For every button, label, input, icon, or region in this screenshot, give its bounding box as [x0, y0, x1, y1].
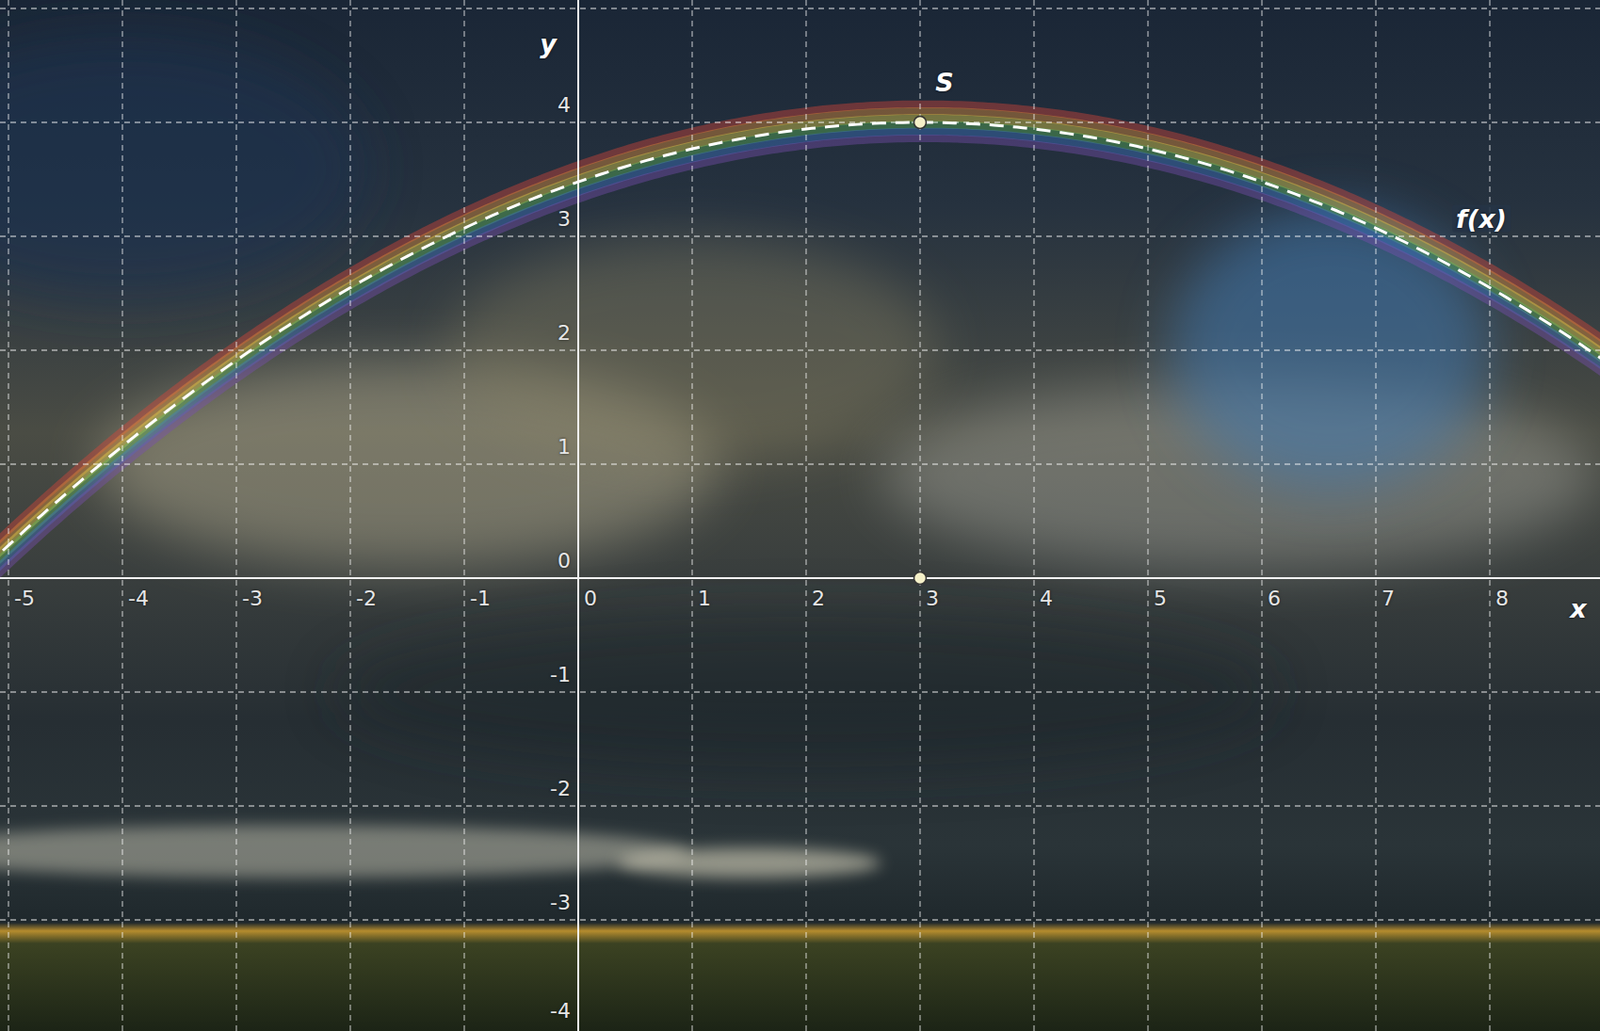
- point-name: S: [935, 69, 954, 96]
- cloud-layer: [0, 35, 1598, 878]
- grid-line: [691, 0, 693, 1031]
- grid-line: [1260, 0, 1262, 1031]
- y-tick-label: 3: [557, 209, 571, 230]
- grid-line: [1033, 0, 1035, 1031]
- y-axis: [577, 0, 580, 1031]
- point-marker: [914, 116, 927, 130]
- rainbow-band: [0, 117, 1600, 566]
- rainbow-band: [0, 104, 1600, 553]
- y-tick-label: -4: [549, 1001, 571, 1022]
- x-tick-label: -4: [128, 588, 149, 610]
- x-tick-label: 2: [811, 588, 825, 610]
- grid-line: [0, 577, 1600, 579]
- x-tick-label: -2: [355, 588, 377, 610]
- grid-line: [463, 0, 465, 1031]
- rainbow: [0, 104, 1600, 587]
- grid-line: [0, 691, 1600, 693]
- grid-line: [349, 0, 351, 1031]
- grid-line: [0, 919, 1600, 921]
- grid-line: [0, 349, 1600, 351]
- grid-line: [805, 0, 807, 1031]
- y-tick-label: -3: [549, 892, 571, 914]
- x-tick-label: -5: [14, 588, 35, 610]
- rainbow-band: [0, 111, 1600, 560]
- x-tick-label: 4: [1039, 588, 1053, 610]
- parabola-curve: [0, 122, 1600, 567]
- x-tick-label: 1: [697, 588, 712, 610]
- grid-line: [7, 0, 9, 1031]
- grid-line: [1374, 0, 1376, 1031]
- grid-line: [0, 235, 1600, 237]
- point-marker: [914, 572, 927, 585]
- y-tick-label: -1: [549, 664, 571, 686]
- grid-line: [0, 121, 1600, 123]
- grid-line: [121, 0, 123, 1031]
- y-tick-label: -2: [549, 778, 571, 800]
- x-tick-label: 0: [583, 588, 598, 610]
- x-tick-label: 3: [925, 588, 939, 610]
- grid-line: [1488, 0, 1490, 1031]
- x-tick-label: 6: [1267, 588, 1281, 610]
- x-tick-label: -3: [242, 588, 263, 610]
- y-tick-label: 1: [557, 436, 571, 458]
- x-tick-label: 5: [1153, 588, 1167, 610]
- axis-name: y: [539, 31, 557, 57]
- y-tick-label: 2: [557, 323, 571, 344]
- cloud: [0, 35, 368, 300]
- grid-line: [577, 0, 579, 1031]
- function-name: f(x): [1452, 205, 1511, 233]
- grid-line: [235, 0, 237, 1031]
- grid-line: [0, 7, 1600, 9]
- y-tick-label: 4: [557, 95, 571, 116]
- x-tick-label: -1: [469, 588, 491, 610]
- rainbow-band: [0, 124, 1600, 573]
- grid-line: [0, 463, 1600, 465]
- x-axis: [0, 577, 1600, 580]
- x-tick-label: 7: [1381, 588, 1395, 610]
- cloud: [0, 824, 690, 878]
- grid-line: [1147, 0, 1148, 1031]
- rainbow-band: [0, 131, 1600, 581]
- rainbow-band: [0, 138, 1600, 587]
- grid-line: [919, 0, 921, 1031]
- axis-name: x: [1569, 596, 1586, 622]
- cloud: [617, 848, 882, 879]
- grid-line: [0, 805, 1600, 807]
- y-tick-label: 0: [557, 550, 571, 572]
- x-tick-label: 8: [1495, 588, 1509, 610]
